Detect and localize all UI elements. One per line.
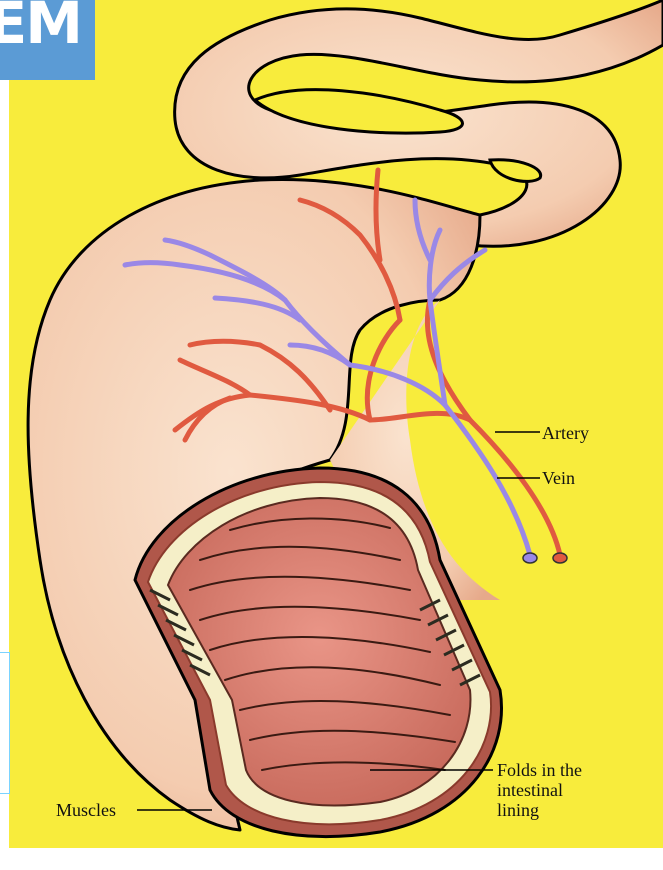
label-folds-line1: Folds in the xyxy=(497,760,582,780)
badge-text: EM xyxy=(0,0,81,52)
label-muscles: Muscles xyxy=(56,800,116,820)
label-folds-line2: intestinal xyxy=(497,780,563,800)
artery-end xyxy=(553,553,567,563)
label-folds-line3: lining xyxy=(497,800,539,820)
label-artery: Artery xyxy=(542,423,589,443)
left-edge-strip xyxy=(0,652,10,794)
corner-logo-badge: EM xyxy=(0,0,95,80)
label-vein: Vein xyxy=(542,468,575,488)
vein-end xyxy=(523,553,537,563)
